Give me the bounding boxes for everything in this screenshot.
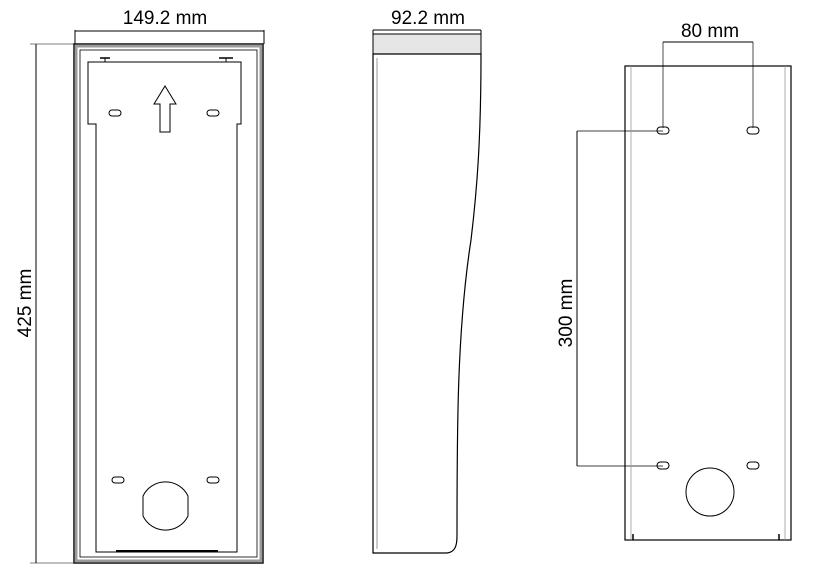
back-hole-bottom-left — [656, 461, 670, 470]
front-view — [30, 30, 265, 564]
back-panel — [624, 65, 792, 541]
front-width-dimension — [74, 30, 265, 44]
back-hole-top-left — [656, 126, 670, 135]
hole-spacing-horizontal-dimension — [662, 41, 754, 128]
back-hole-top-right — [746, 126, 760, 135]
plate-slot-top-right — [206, 109, 220, 117]
housing-wall-band — [74, 44, 263, 563]
plate-slot-bottom-right — [206, 476, 220, 484]
hole-spacing-vertical-dimension — [576, 130, 663, 467]
side-profile — [372, 53, 482, 554]
housing-outer — [73, 43, 264, 564]
side-depth-label: 92.2 mm — [391, 8, 465, 29]
mounting-plate — [87, 61, 242, 553]
back-hole-bottom-right — [746, 461, 760, 470]
plate-slot-top-left — [108, 109, 122, 117]
hole-spacing-horizontal-label: 80 mm — [681, 21, 739, 42]
plate-slot-bottom-left — [111, 476, 125, 484]
side-view — [372, 29, 482, 554]
side-top-band — [372, 33, 482, 55]
front-height-label: 425 mm — [15, 269, 36, 338]
front-height-dimension — [30, 43, 75, 564]
housing-inner — [79, 49, 258, 558]
back-cable-hole — [685, 467, 735, 517]
cable-hole — [142, 481, 189, 531]
hole-spacing-vertical-label: 300 mm — [556, 279, 577, 348]
front-width-label: 149.2 mm — [123, 8, 207, 29]
up-arrow-icon — [153, 85, 177, 133]
back-view — [576, 41, 792, 541]
